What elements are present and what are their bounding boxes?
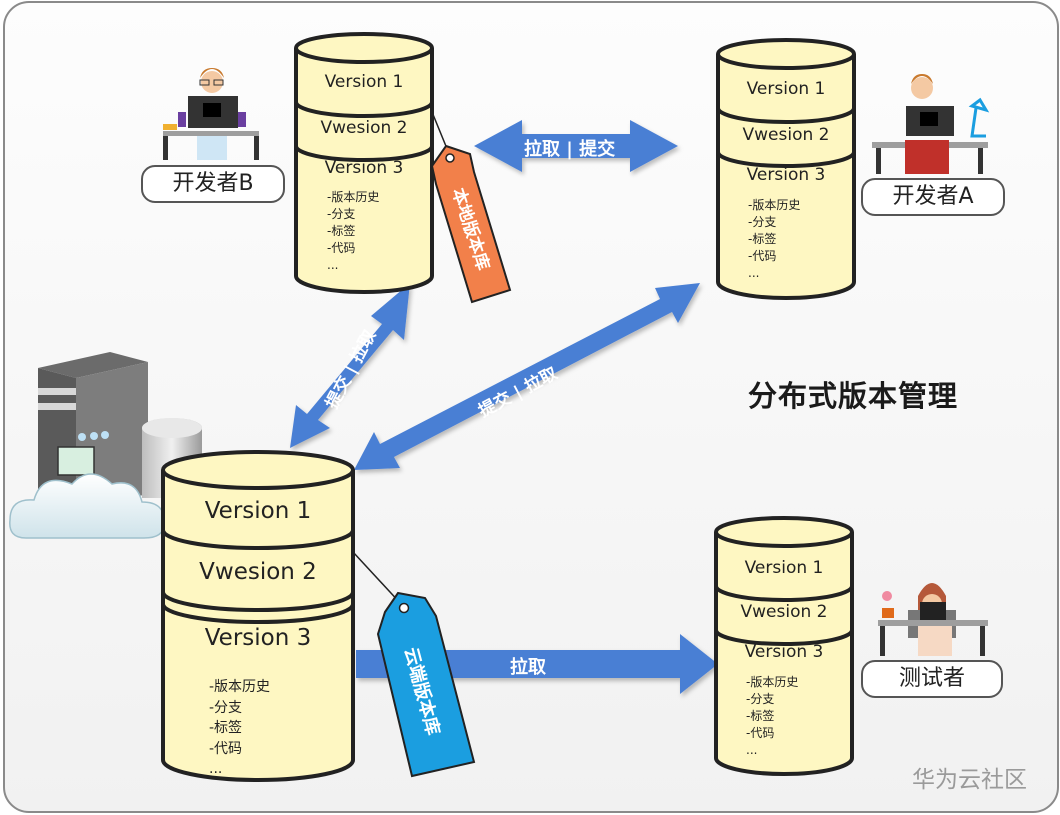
developer-a-icon [872, 74, 990, 174]
arrow-cloud-dev-a [354, 283, 700, 470]
diagram-title: 分布式版本管理 [748, 379, 959, 413]
content-item: -分支 [209, 699, 243, 716]
arrow-cloud-tester [356, 634, 718, 694]
content-item: -代码 [748, 249, 777, 263]
tester-label: 测试者 [861, 660, 1003, 698]
developer-b-label: 开发者B [141, 165, 285, 203]
watermark: 华为云社区 [912, 767, 1027, 793]
content-item: -标签 [748, 232, 777, 246]
tester-contents: -版本历史 -分支 -标签 -代码 ... [746, 674, 798, 759]
dev-a-version-3: Version 3 [746, 165, 826, 185]
tester-version-2: Vwesion 2 [740, 602, 828, 622]
tester-version-3: Version 3 [744, 642, 824, 662]
content-item: ... [748, 266, 760, 280]
content-item: -分支 [748, 215, 777, 229]
arrow-cloud-local [290, 283, 410, 448]
arrow-label-cloud-tester: 拉取 [510, 657, 546, 678]
cloud-repo-cylinder [161, 450, 355, 782]
developer-a-label: 开发者A [861, 178, 1005, 216]
dev-a-contents: -版本历史 -分支 -标签 -代码 ... [748, 197, 800, 282]
dev-a-version-2: Vwesion 2 [742, 125, 830, 145]
cloud-contents: -版本历史 -分支 -标签 -代码 ... [209, 677, 270, 780]
content-item: -版本历史 [327, 190, 380, 204]
content-item: -代码 [327, 241, 356, 255]
tester-version-1: Version 1 [744, 558, 824, 578]
content-item: -标签 [327, 224, 356, 238]
content-item: -代码 [209, 740, 243, 757]
arrow-label-local-dev-a: 拉取 | 提交 [524, 139, 616, 160]
local-repo-tag [430, 111, 512, 304]
tester-repo-cylinder [714, 516, 854, 776]
content-item: -标签 [746, 709, 775, 723]
local-contents: -版本历史 -分支 -标签 -代码 ... [327, 189, 379, 274]
cloud-version-2: Vwesion 2 [199, 559, 317, 585]
content-item: -版本历史 [746, 675, 799, 689]
content-item: -分支 [746, 692, 775, 706]
content-item: -分支 [327, 207, 356, 221]
content-item: ... [327, 258, 339, 272]
cloud-repo-tag [352, 551, 476, 778]
local-repo-cylinder [294, 32, 434, 294]
content-item: -标签 [209, 720, 243, 736]
developer-b-icon [163, 68, 259, 160]
content-item: -版本历史 [209, 679, 271, 695]
cloud-version-1: Version 1 [204, 498, 312, 524]
local-version-1: Version 1 [324, 72, 404, 92]
local-version-2: Vwesion 2 [320, 118, 408, 138]
content-item: ... [746, 743, 758, 757]
cloud-version-3: Version 3 [204, 625, 312, 651]
content-item: ... [209, 761, 223, 777]
dev-a-version-1: Version 1 [746, 79, 826, 99]
dev-a-repo-cylinder [716, 38, 856, 300]
tester-icon [878, 583, 988, 656]
content-item: -代码 [746, 726, 775, 740]
local-version-3: Version 3 [324, 158, 404, 178]
arrow-local-dev-a [474, 120, 678, 172]
content-item: -版本历史 [748, 198, 801, 212]
